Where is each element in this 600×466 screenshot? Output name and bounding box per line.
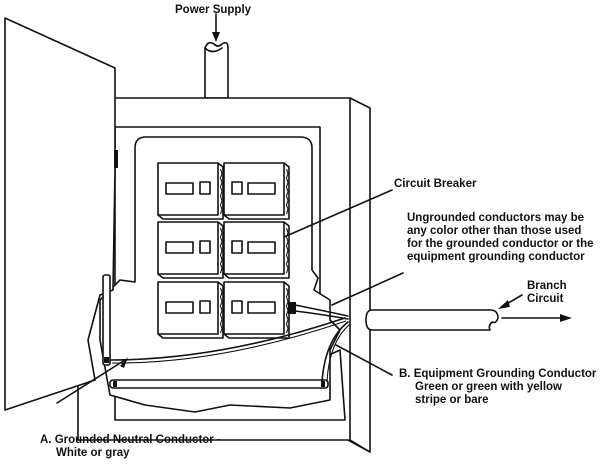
door xyxy=(4,17,118,411)
power-supply-label: Power Supply xyxy=(175,4,252,16)
neutral-leader xyxy=(56,359,126,404)
ground-bar xyxy=(109,379,329,389)
neutral-conductor xyxy=(109,317,346,361)
breaker-terminal xyxy=(288,302,296,314)
circuit-breaker xyxy=(223,221,290,279)
grounding-conductor xyxy=(321,321,349,383)
neutral-bar xyxy=(102,274,111,366)
grounding-leader xyxy=(335,344,393,376)
circuit-breaker xyxy=(223,162,290,220)
circuit-breaker xyxy=(223,281,290,339)
breaker-grid xyxy=(157,162,290,339)
circuit-breaker xyxy=(157,221,224,279)
ungrounded-label: Ungrounded conductors may be any color o… xyxy=(407,212,594,263)
ungrounded-conductor xyxy=(294,304,349,317)
circuit-breaker xyxy=(157,162,224,220)
grounded-neutral-label: A. Grounded Neutral Conductor - White or… xyxy=(40,434,221,459)
circuit-breaker-leader xyxy=(283,189,393,238)
circuit-breaker-label: Circuit Breaker xyxy=(394,178,477,190)
equipment-grounding-label: B. Equipment Grounding Conductor - Green… xyxy=(399,368,600,406)
branch-circuit-label: Branch Circuit xyxy=(527,280,567,305)
branch-circuit-conduit xyxy=(365,309,499,331)
circuit-breaker xyxy=(157,281,224,339)
power-supply-arrowhead xyxy=(212,32,220,42)
power-supply-conduit xyxy=(204,41,229,99)
ungrounded-leader xyxy=(331,272,404,306)
